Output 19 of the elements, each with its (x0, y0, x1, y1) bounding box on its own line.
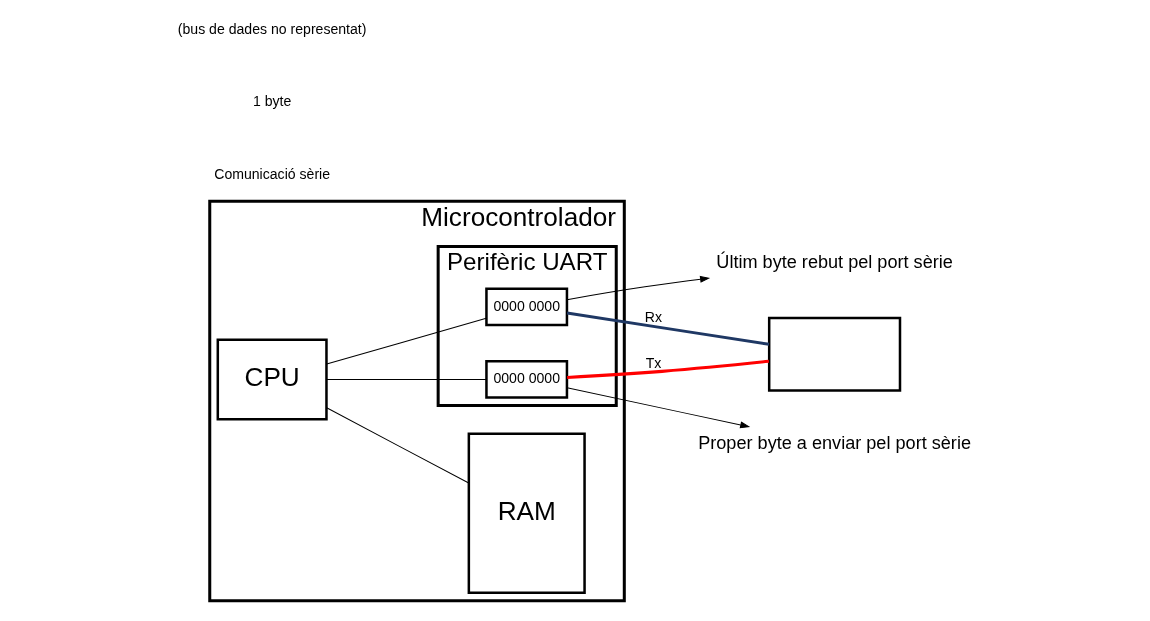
node-box (767, 316, 901, 392)
connector (566, 359, 769, 379)
connector (325, 378, 487, 380)
arrow (565, 275, 710, 301)
node-box: 0000 0000 (484, 360, 568, 399)
node-text: Últim byte rebut pel port sèrie (715, 252, 953, 273)
connector (566, 311, 769, 346)
node-box: CPU (216, 338, 328, 421)
label: 1 byte (252, 93, 291, 110)
edge-label: Rx (644, 309, 662, 326)
connector (325, 317, 487, 365)
label: Comunicació sèrie (213, 165, 330, 182)
node-text: Proper byte a enviar pel port sèrie (697, 433, 971, 454)
arrow (566, 387, 750, 429)
connector (325, 407, 469, 484)
edge-label: Tx (645, 354, 661, 371)
node-box: 0000 0000 (484, 287, 568, 327)
node-box: RAM (467, 432, 586, 594)
label: (bus de dades no representat) (177, 21, 366, 37)
